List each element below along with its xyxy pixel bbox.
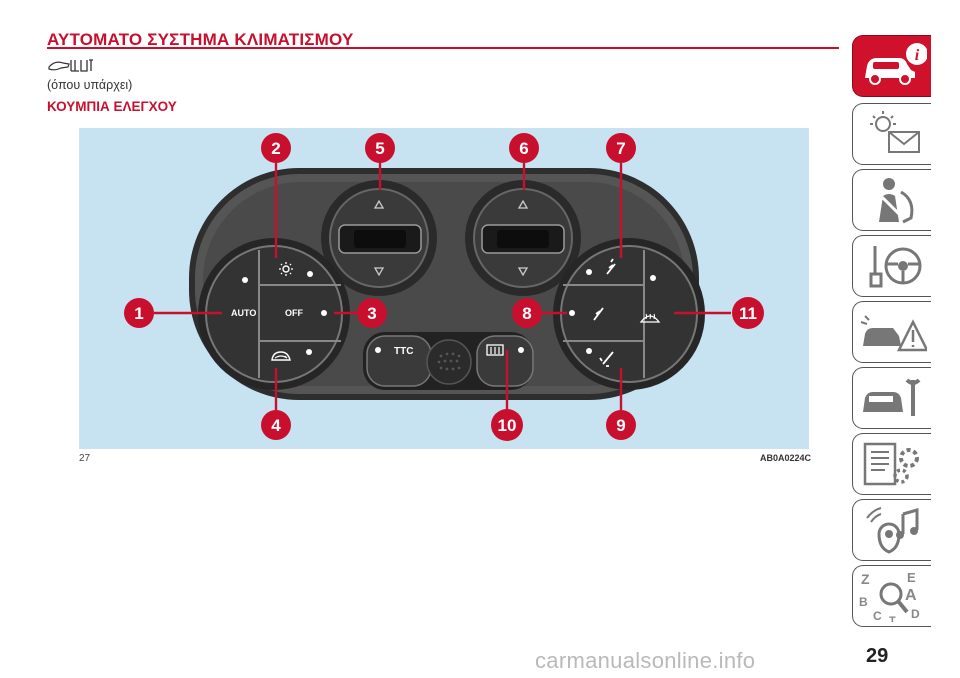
tab-index[interactable]: Z E B D A C T	[852, 565, 931, 627]
version-equipment-icon	[48, 59, 93, 72]
svg-text:4: 4	[271, 416, 281, 435]
off-button[interactable]: OFF	[285, 308, 303, 318]
tab-safety[interactable]	[852, 169, 931, 231]
callout-6: 6	[509, 133, 539, 163]
callout-7: 7	[606, 133, 636, 163]
svg-text:i: i	[915, 47, 920, 64]
callout-1: 1	[124, 298, 154, 328]
callout-11: 11	[732, 297, 764, 329]
tab-emergency[interactable]	[852, 301, 931, 363]
svg-text:A: A	[905, 587, 917, 604]
watermark: carmanualsonline.info	[535, 648, 756, 673]
tab-multimedia[interactable]	[852, 499, 931, 561]
right-vent-knob[interactable]	[465, 180, 581, 296]
key-steering-icon	[869, 246, 922, 288]
climate-panel-drawing: AUTO OFF TTC	[124, 133, 764, 441]
emergency-icon	[860, 315, 927, 352]
warning-lights-icon	[870, 111, 920, 153]
svg-text:5: 5	[375, 139, 384, 158]
subheading: ΚΟΥΜΠΙΑ ΕΛΕΓΧΟΥ	[47, 99, 177, 114]
climate-panel-figure: AUTO OFF TTC	[79, 128, 809, 449]
air-flow-feet-icon	[599, 351, 614, 367]
recirculation-icon	[271, 351, 291, 361]
multimedia-icon	[866, 507, 919, 554]
svg-text:C: C	[873, 609, 882, 622]
left-control-knob: AUTO OFF	[198, 238, 350, 390]
svg-text:8: 8	[522, 304, 531, 323]
callout-2: 2	[261, 133, 291, 163]
callout-9: 9	[606, 410, 636, 440]
tab-car-info[interactable]: i	[852, 35, 931, 97]
callout-10: 10	[491, 409, 523, 441]
svg-text:2: 2	[271, 139, 280, 158]
svg-text:3: 3	[367, 304, 376, 323]
auto-button[interactable]: AUTO	[231, 308, 256, 318]
windscreen-demist-icon	[639, 313, 661, 323]
svg-text:Z: Z	[861, 571, 870, 587]
tab-warning-lights[interactable]	[852, 103, 931, 165]
availability-note: (όπου υπάρχει)	[47, 78, 133, 92]
alphabetical-index-icon: Z E B D A C T	[859, 570, 920, 622]
ttc-label: TTC	[394, 346, 413, 357]
tab-maintenance[interactable]	[852, 367, 931, 429]
title-underline	[47, 47, 839, 49]
tab-technical-data[interactable]	[852, 433, 931, 495]
svg-text:B: B	[859, 595, 868, 609]
technical-data-icon	[863, 442, 919, 486]
callout-3: 3	[357, 298, 387, 328]
interior-temperature-sensor	[426, 339, 472, 385]
svg-text:D: D	[911, 607, 920, 621]
section-title: ΑΥΤΟΜΑΤΟ ΣΥΣΤΗΜΑ ΚΛΙΜΑΤΙΣΜΟΥ	[47, 30, 354, 49]
svg-text:1: 1	[134, 304, 143, 323]
figure-code: AB0A0224C	[760, 453, 812, 463]
callout-4: 4	[261, 410, 291, 440]
seatbelt-airbag-icon	[879, 178, 914, 224]
svg-text:E: E	[907, 570, 916, 585]
callout-8: 8	[512, 298, 542, 328]
air-flow-face-icon	[593, 307, 604, 321]
ttc-button[interactable]	[366, 335, 432, 387]
rear-window-heating-button[interactable]	[476, 335, 534, 387]
temperature-sun-icon	[279, 262, 293, 276]
maintenance-icon	[863, 378, 921, 416]
air-flow-windscreen-face-icon	[606, 258, 616, 275]
svg-text:6: 6	[519, 139, 528, 158]
svg-text:11: 11	[739, 304, 757, 323]
page-number: 29	[866, 645, 889, 667]
figure-number: 27	[79, 453, 91, 464]
left-vent-knob[interactable]	[321, 180, 437, 296]
svg-text:9: 9	[616, 416, 625, 435]
tab-starting-driving[interactable]	[852, 235, 931, 297]
svg-text:10: 10	[498, 416, 517, 435]
car-info-icon: i	[865, 43, 927, 85]
rear-defrost-icon	[486, 344, 504, 356]
svg-text:T: T	[889, 615, 896, 622]
callout-5: 5	[365, 133, 395, 163]
svg-text:7: 7	[616, 139, 625, 158]
